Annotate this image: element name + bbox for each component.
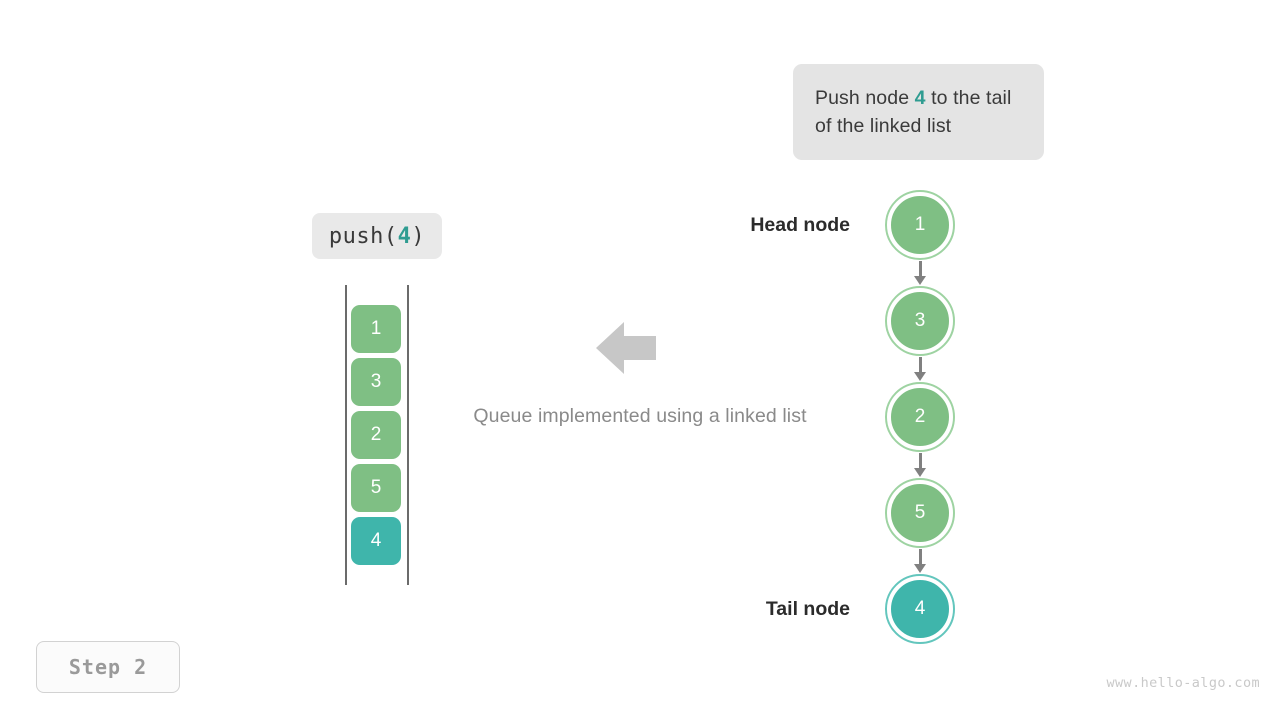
callout-text: Push node 4 to the tail of the linked li…	[815, 84, 1022, 140]
linked-list-node-ring	[885, 286, 955, 356]
arrow-head	[914, 564, 926, 573]
queue-item: 2	[351, 411, 401, 459]
callout-highlight-value: 4	[914, 87, 926, 109]
callout-tooltip: Push node 4 to the tail of the linked li…	[793, 64, 1044, 160]
queue-item: 5	[351, 464, 401, 512]
linked-list-node: 4	[889, 578, 951, 640]
tail-node-label: Tail node	[765, 598, 850, 620]
linked-list: 1 3 2 5 4 Head node Tail node	[750, 186, 990, 646]
watermark: www.hello-algo.com	[1106, 675, 1260, 691]
linked-list-node: 2	[889, 386, 951, 448]
queue-column: 1 3 2 5 4	[344, 285, 410, 585]
operation-close-paren: )	[411, 223, 426, 249]
linked-list-node-ring	[885, 382, 955, 452]
linked-list-connector-arrow-icon	[914, 453, 926, 477]
linked-list-node-ring	[885, 574, 955, 644]
linked-list-node: 3	[889, 290, 951, 352]
linked-list-connector-arrow-icon	[914, 261, 926, 285]
linked-list-connector-arrow-icon	[914, 549, 926, 573]
linked-list-connector-arrow-icon	[914, 357, 926, 381]
arrow-shaft	[918, 453, 922, 469]
operation-argument: 4	[397, 223, 412, 249]
head-node-label: Head node	[750, 214, 850, 236]
operation-label: push(4)	[312, 213, 442, 259]
step-badge: Step 2	[36, 641, 180, 693]
arrow-shaft	[918, 261, 922, 277]
arrow-head	[914, 468, 926, 477]
linked-list-node-ring	[885, 478, 955, 548]
callout-text-after: to the tail of the linked list	[815, 87, 1012, 137]
arrow-head	[914, 276, 926, 285]
queue-item: 3	[351, 358, 401, 406]
diagram-caption: Queue implemented using a linked list	[473, 405, 807, 427]
queue-item: 1	[351, 305, 401, 353]
arrow-shaft	[918, 549, 922, 565]
queue-rail-right	[407, 285, 409, 585]
linked-list-node: 1	[889, 194, 951, 256]
linked-list-node: 5	[889, 482, 951, 544]
arrow-head	[914, 372, 926, 381]
linked-list-node-ring	[885, 190, 955, 260]
queue-item: 4	[351, 517, 401, 565]
operation-name: push(	[328, 223, 398, 249]
flow-arrow-left-icon	[596, 320, 656, 376]
arrow-shaft	[918, 357, 922, 373]
callout-text-before: Push node	[815, 87, 915, 109]
queue-rail-left	[345, 285, 347, 585]
